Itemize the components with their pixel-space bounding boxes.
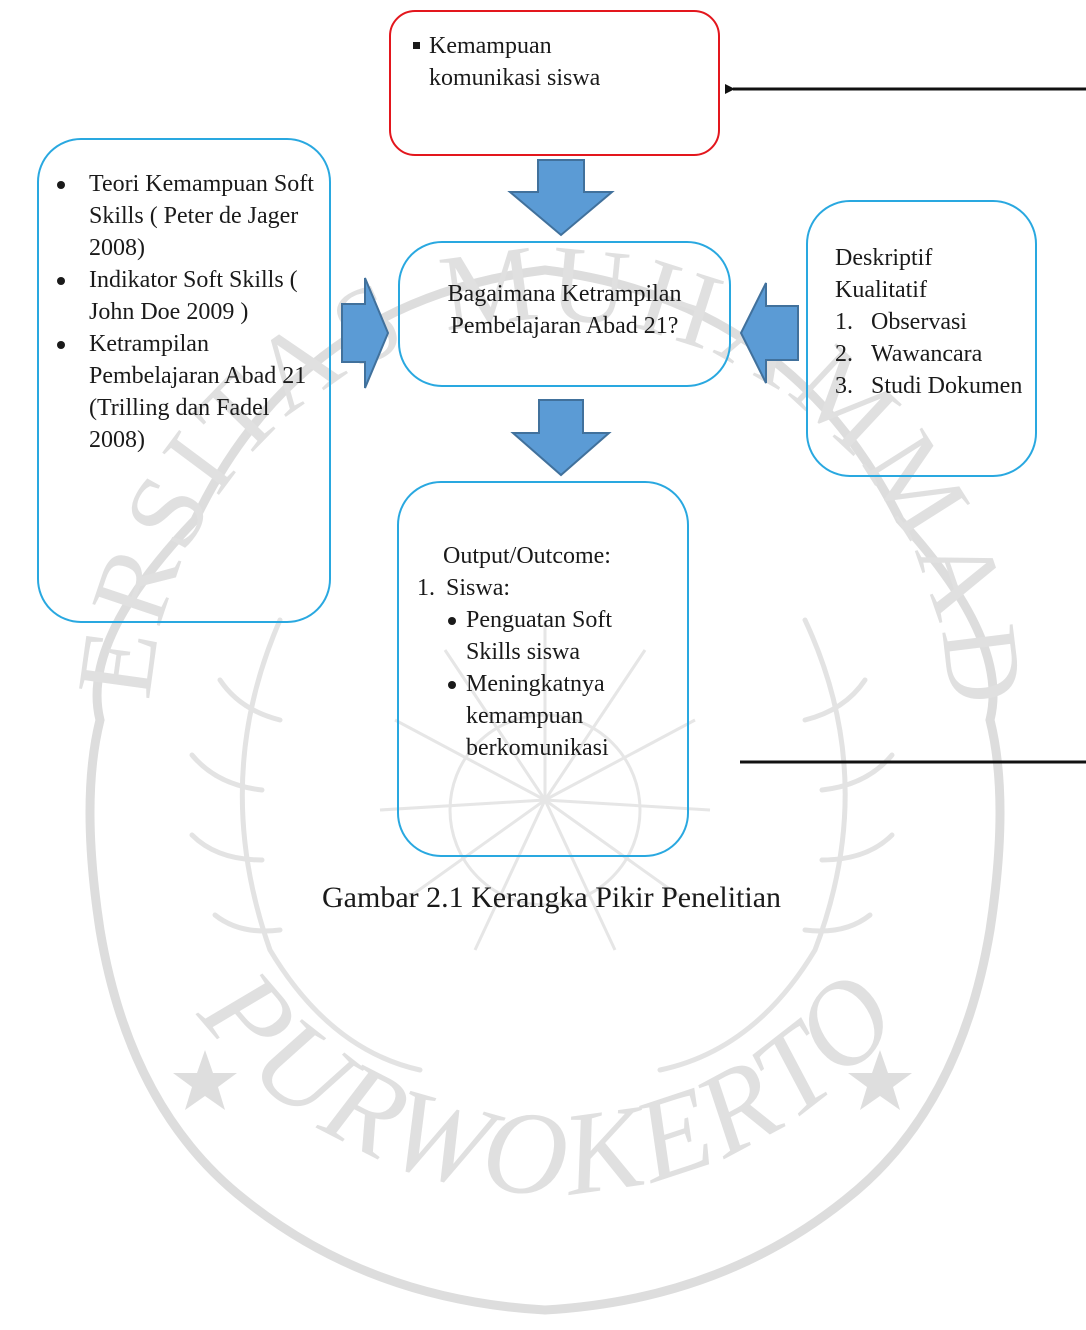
right-arrow-left xyxy=(341,277,390,389)
square-bullet-icon xyxy=(413,42,420,49)
theory-item: Ketrampilan Pembelajaran Abad 21 (Trilli… xyxy=(37,328,327,456)
outcome-item: Penguatan Soft Skills siswa xyxy=(446,604,646,668)
outcome-title: Output/Outcome: xyxy=(443,543,611,569)
method-item: 3.Studi Dokumen xyxy=(835,373,1023,399)
outcome-item: Meningkatnya kemampuan berkomunikasi xyxy=(446,668,646,764)
method-title: Deskriptif Kualitatif xyxy=(835,245,933,303)
method-content: Deskriptif Kualitatif 1.Observasi 2.Wawa… xyxy=(835,242,1030,402)
outcome-group-num: 1. xyxy=(417,575,435,601)
theory-box xyxy=(37,138,331,623)
theory-item: Indikator Soft Skills ( John Doe 2009 ) xyxy=(37,264,327,328)
communication-box xyxy=(389,10,720,156)
research-question-box xyxy=(398,241,731,387)
outcome-content: Output/Outcome: 1. Siswa: Penguatan Soft… xyxy=(417,540,677,764)
down-arrow-top xyxy=(507,159,615,237)
down-arrow-bottom xyxy=(510,399,612,477)
method-box xyxy=(806,200,1037,477)
outcome-box xyxy=(397,481,689,857)
communication-text: Kemampuan komunikasi siswa xyxy=(429,33,601,91)
method-item: 1.Observasi xyxy=(835,309,967,335)
research-question: Bagaimana Ketrampilan Pembelajaran Abad … xyxy=(447,281,682,339)
theory-list: Teori Kemampuan Soft Skills ( Peter de J… xyxy=(37,168,327,456)
theory-item: Teori Kemampuan Soft Skills ( Peter de J… xyxy=(37,168,327,264)
outcome-group-label: Siswa: xyxy=(446,575,511,601)
method-item: 2.Wawancara xyxy=(835,341,983,367)
figure-caption: Gambar 2.1 Kerangka Pikir Penelitian xyxy=(322,881,782,914)
left-arrow-right xyxy=(739,282,799,384)
